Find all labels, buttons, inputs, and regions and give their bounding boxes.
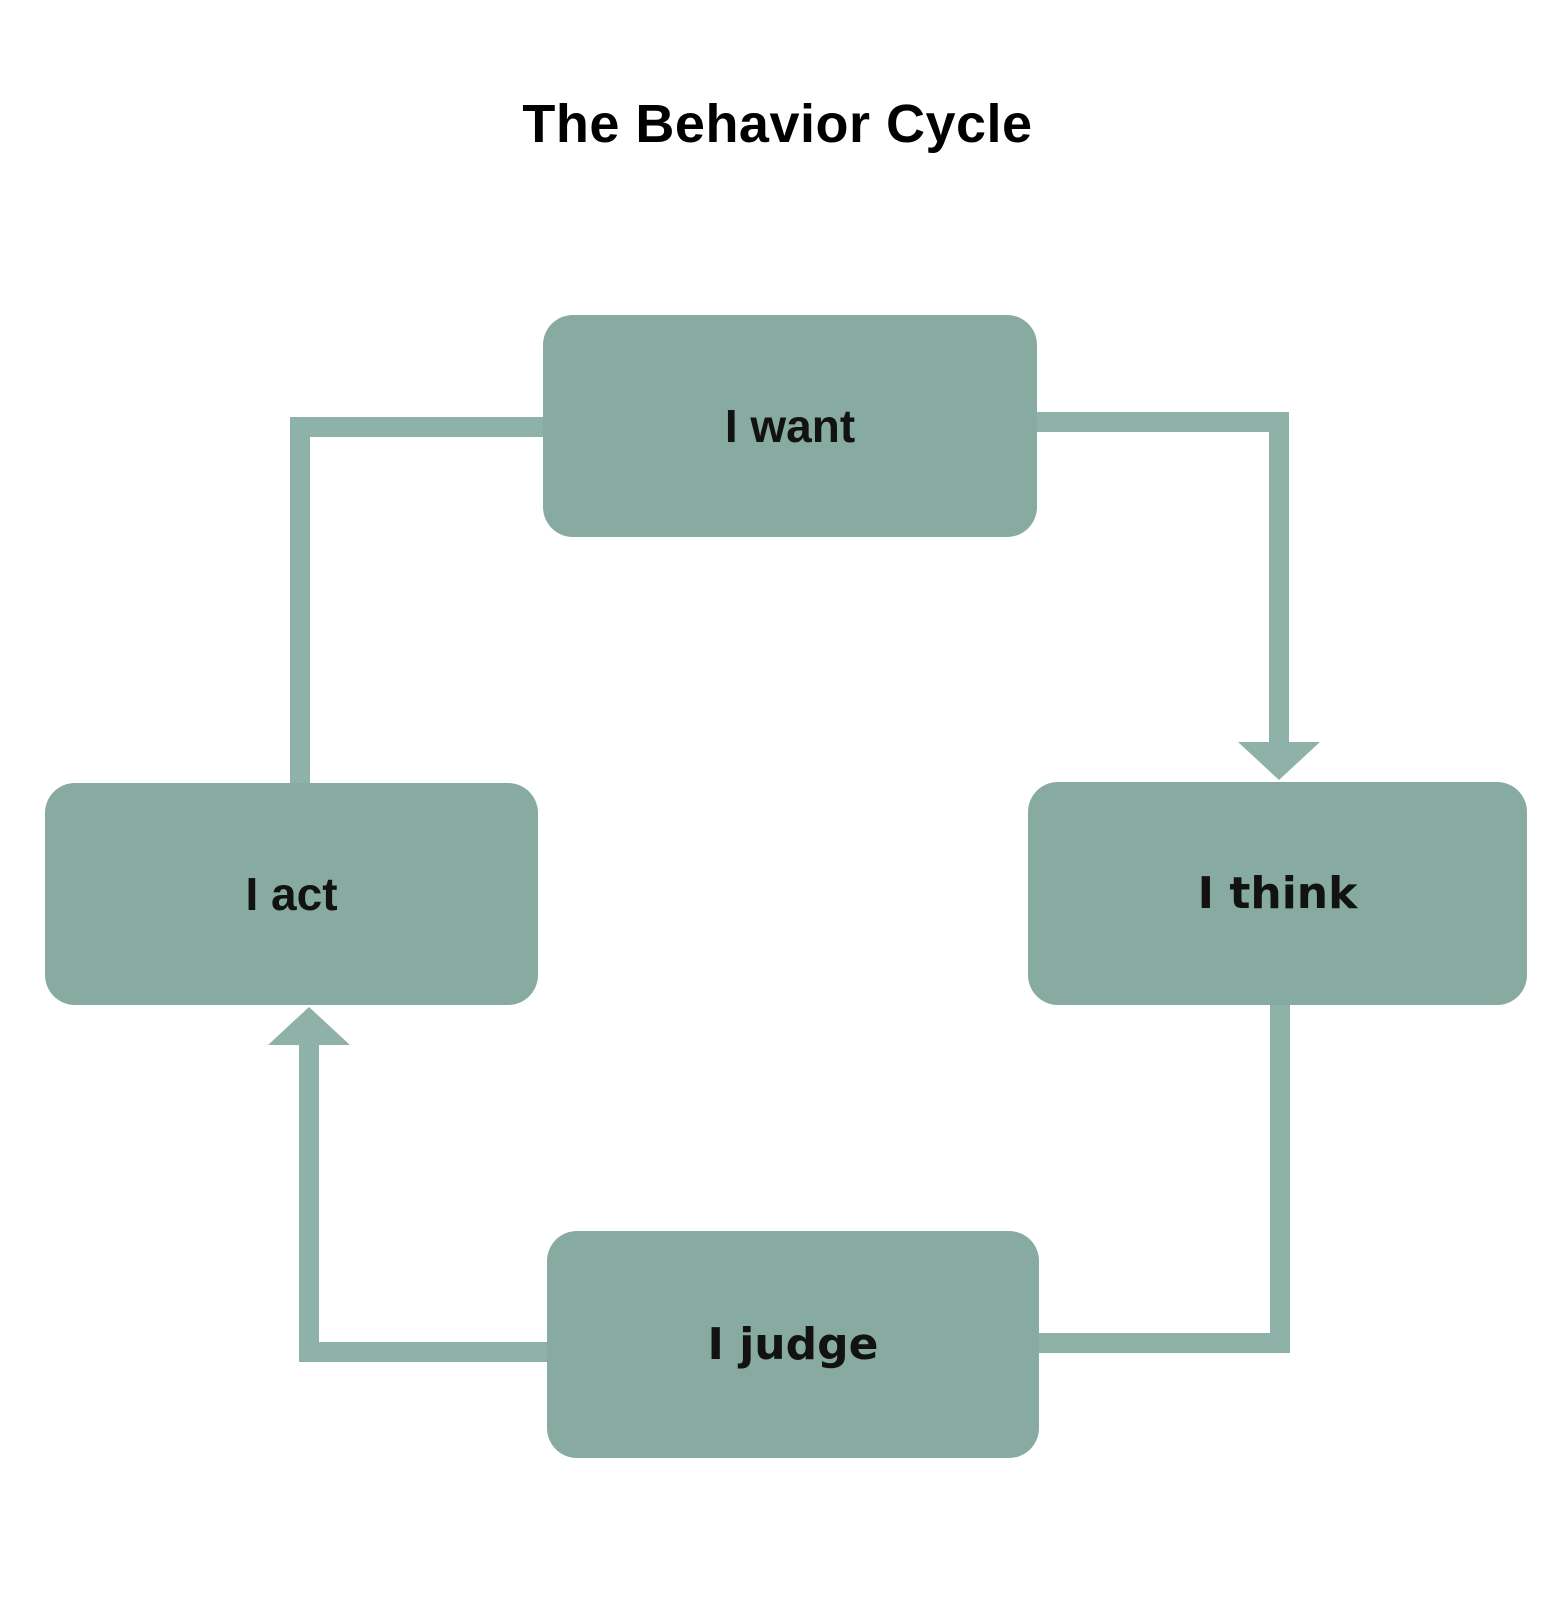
connector-think-to-judge-horizontal xyxy=(1039,1333,1290,1353)
node-i-act-label: I act xyxy=(245,868,338,920)
connector-think-to-judge-vertical xyxy=(1270,1005,1290,1353)
connector-judge-to-act-vertical xyxy=(299,1045,319,1362)
node-i-think: I think xyxy=(1028,782,1527,1005)
connector-act-to-want-horizontal xyxy=(290,417,543,437)
diagram-title: The Behavior Cycle xyxy=(522,94,1033,154)
node-i-want: I want xyxy=(543,315,1037,537)
node-i-want-label: I want xyxy=(724,400,856,452)
connector-act-to-want-vertical xyxy=(290,417,310,783)
connector-want-to-think-horizontal xyxy=(1037,412,1289,432)
connector-judge-to-act-horizontal xyxy=(299,1342,547,1362)
node-i-judge-label: I judge xyxy=(707,1319,879,1370)
node-i-think-label: I think xyxy=(1197,868,1358,919)
node-i-judge: I judge xyxy=(547,1231,1039,1458)
connector-want-to-think-vertical xyxy=(1269,412,1289,742)
arrow-down-icon xyxy=(1238,742,1320,780)
node-i-act: I act xyxy=(45,783,538,1005)
arrow-up-icon xyxy=(268,1007,350,1045)
